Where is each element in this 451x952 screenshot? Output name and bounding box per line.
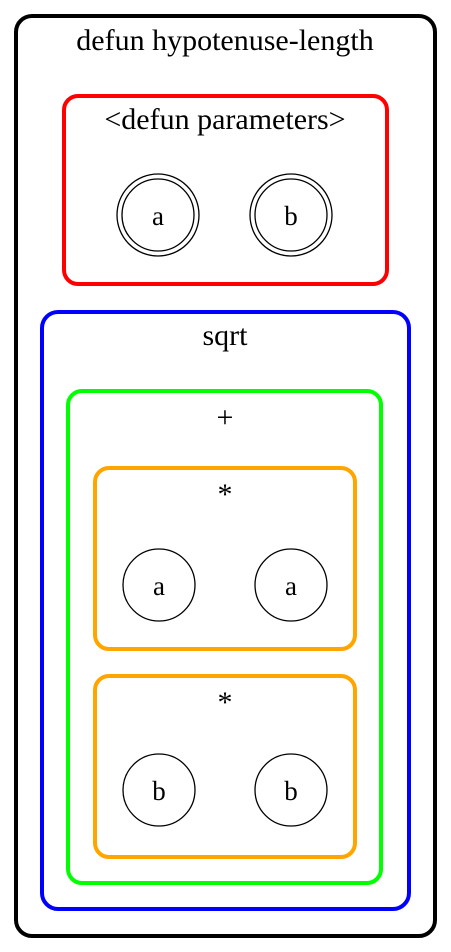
mult1-node-a-left-label: a: [153, 571, 165, 601]
mult1-node-a-left: a: [122, 548, 196, 622]
sqrt-cluster-border: [40, 310, 411, 911]
mult2-node-b-left-ring: [122, 753, 196, 827]
mult2-node-b-left-label: b: [152, 776, 166, 806]
param-node-a-label: a: [152, 201, 164, 231]
defun-cluster: defun hypotenuse-length: [14, 14, 437, 938]
param-node-b: b: [249, 173, 333, 257]
mult1-node-a-right-ring: [254, 548, 328, 622]
mult-cluster-1: * a a: [93, 466, 357, 651]
param-node-b-inner-ring: [254, 178, 328, 252]
plus-cluster: +: [66, 389, 383, 885]
mult-cluster-2-label: *: [218, 686, 233, 719]
params-cluster-border: [62, 94, 389, 286]
sqrt-cluster-label: sqrt: [203, 319, 249, 352]
param-node-b-label: b: [284, 201, 298, 231]
plus-cluster-label: +: [217, 401, 234, 434]
defun-cluster-label: defun hypotenuse-length: [76, 24, 373, 57]
param-node-b-outer-ring: [249, 173, 333, 257]
mult-cluster-1-label: *: [218, 478, 233, 511]
mult1-node-a-right: a: [254, 548, 328, 622]
mult-cluster-1-border: [93, 466, 357, 651]
mult1-node-a-right-label: a: [285, 571, 297, 601]
params-cluster: <defun parameters> a b: [62, 94, 389, 286]
mult2-node-b-right: b: [254, 753, 328, 827]
mult2-node-b-right-label: b: [284, 776, 298, 806]
param-node-a-outer-ring: [116, 173, 200, 257]
plus-cluster-border: [66, 389, 383, 885]
params-cluster-label: <defun parameters>: [104, 103, 345, 136]
mult2-node-b-left: b: [122, 753, 196, 827]
mult2-node-b-right-ring: [254, 753, 328, 827]
param-node-a-inner-ring: [121, 178, 195, 252]
mult1-node-a-left-ring: [122, 548, 196, 622]
mult-cluster-2-border: [93, 674, 357, 859]
defun-cluster-border: [14, 14, 437, 938]
mult-cluster-2: * b b: [93, 674, 357, 859]
sqrt-cluster: sqrt: [40, 310, 411, 911]
param-node-a: a: [116, 173, 200, 257]
